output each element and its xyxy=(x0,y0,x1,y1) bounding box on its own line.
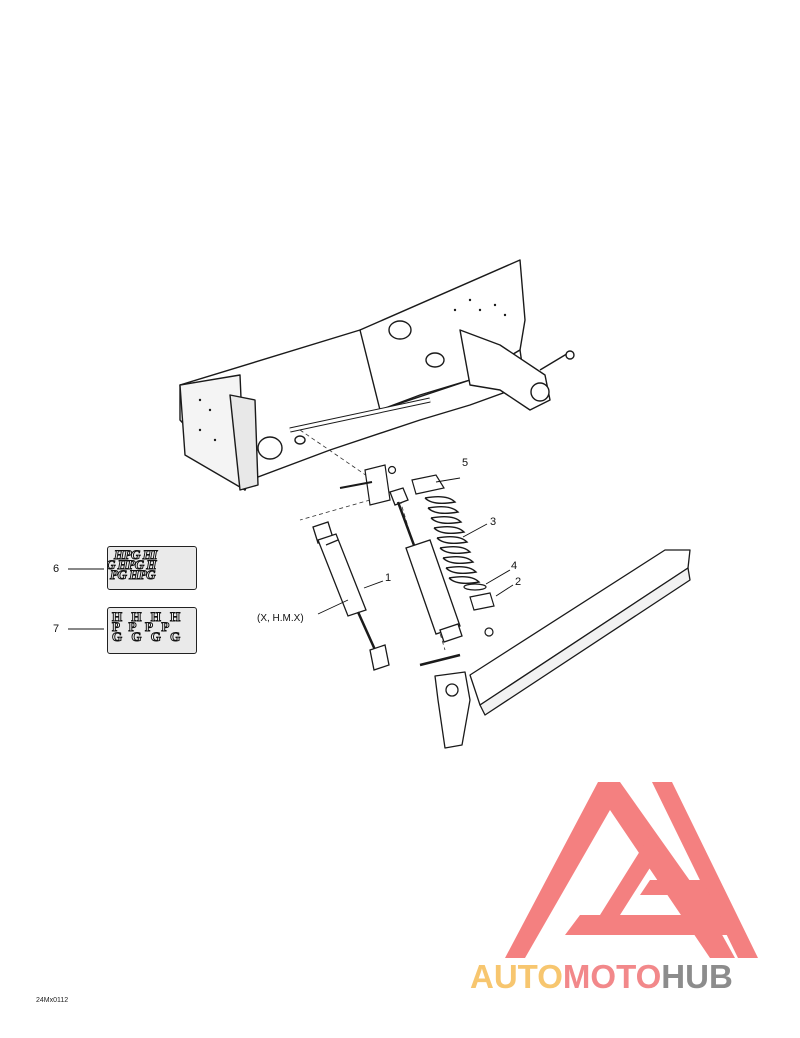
callout-1: 1 xyxy=(385,572,392,584)
triangle-m-logo-icon xyxy=(505,782,758,958)
callout-4: 4 xyxy=(511,560,518,572)
watermark-text: AUTOMOTOHUB xyxy=(470,958,733,996)
callout-7: 7 xyxy=(53,623,60,635)
hpg-decal-7: H H H H P P P P G G G G xyxy=(107,607,197,654)
decal-row: H H H H xyxy=(112,609,184,624)
variant-note: (X, H.M.X) xyxy=(257,613,304,624)
lower-bolt-and-nut xyxy=(419,627,494,667)
decal-row: G G G G xyxy=(112,629,184,644)
watermark-moto: MOTO xyxy=(562,958,662,995)
watermark-auto: AUTO xyxy=(470,958,563,995)
slide-rail xyxy=(434,549,691,749)
frame-assembly xyxy=(179,259,575,491)
callout-2: 2 xyxy=(515,576,522,588)
drawing-code: 24Mx0112 xyxy=(36,997,69,1004)
decal-row: PG HPG xyxy=(110,567,157,582)
spring-cap xyxy=(411,474,445,495)
shock-absorber xyxy=(389,487,463,643)
leader-lines xyxy=(68,477,514,630)
callout-6: 6 xyxy=(53,563,60,575)
decal-row: P P P P xyxy=(112,619,173,634)
gas-shock-xhmx xyxy=(312,521,390,671)
coil-spring xyxy=(424,495,481,585)
washer-and-stopper xyxy=(463,583,495,611)
callout-3: 3 xyxy=(490,516,497,528)
callout-5: 5 xyxy=(462,457,469,469)
hpg-decal-6: HPG HI G HPG H PG HPG xyxy=(107,546,197,590)
upper-mount-bracket xyxy=(339,464,397,506)
watermark-hub: HUB xyxy=(661,958,733,995)
decal-row: HPG HI xyxy=(114,547,158,562)
decal-row: G HPG H xyxy=(107,557,157,572)
